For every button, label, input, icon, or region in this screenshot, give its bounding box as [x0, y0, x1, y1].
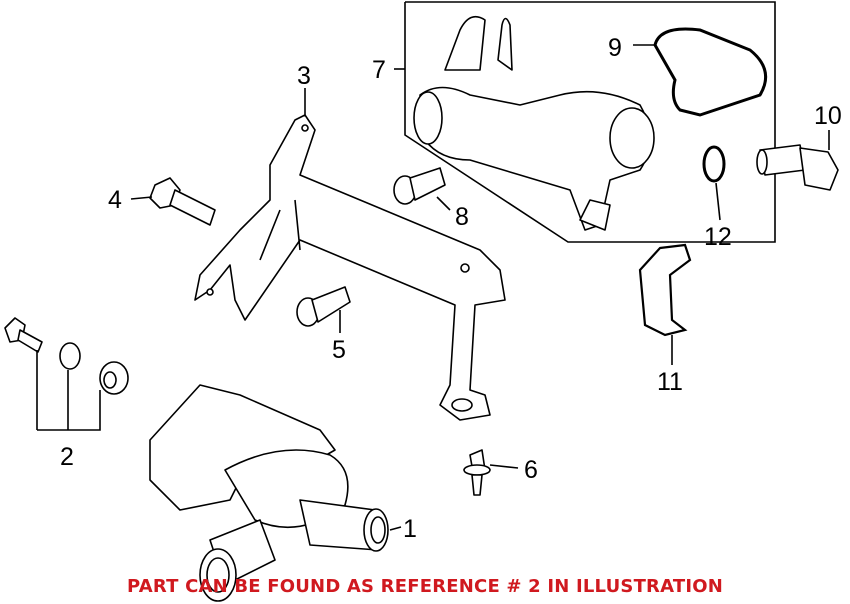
callout-12: 12 [704, 223, 732, 251]
part-10-sensor[interactable] [756, 144, 839, 191]
callout-11: 11 [657, 368, 683, 396]
part-5-bolt[interactable] [296, 286, 351, 327]
callout-9: 9 [608, 34, 622, 62]
part-9-gasket[interactable] [653, 27, 768, 117]
callout-5: 5 [332, 336, 346, 364]
callout-4: 4 [108, 186, 122, 214]
part-6-push-clip[interactable] [463, 449, 491, 496]
part-7-thermostat-housing[interactable] [413, 15, 655, 231]
part-8-bolt[interactable] [393, 167, 446, 205]
callout-10: 10 [814, 102, 842, 130]
group-box-7 [404, 1, 776, 243]
callout-7: 7 [372, 56, 386, 84]
part-1-water-pump[interactable] [149, 384, 389, 602]
part-3-bracket[interactable] [194, 114, 506, 421]
callout-8: 8 [455, 203, 469, 231]
callout-6: 6 [524, 456, 538, 484]
callout-3: 3 [297, 62, 311, 90]
callout-2: 2 [60, 443, 74, 471]
leader-lines [36, 44, 830, 531]
part-2-hardware[interactable] [4, 317, 129, 395]
part-4-bolt[interactable] [149, 177, 216, 226]
reference-note: PART CAN BE FOUND AS REFERENCE # 2 IN IL… [127, 576, 723, 597]
part-11-clip[interactable] [638, 243, 692, 337]
part-12-o-ring[interactable] [702, 145, 726, 183]
callout-1: 1 [403, 515, 417, 543]
